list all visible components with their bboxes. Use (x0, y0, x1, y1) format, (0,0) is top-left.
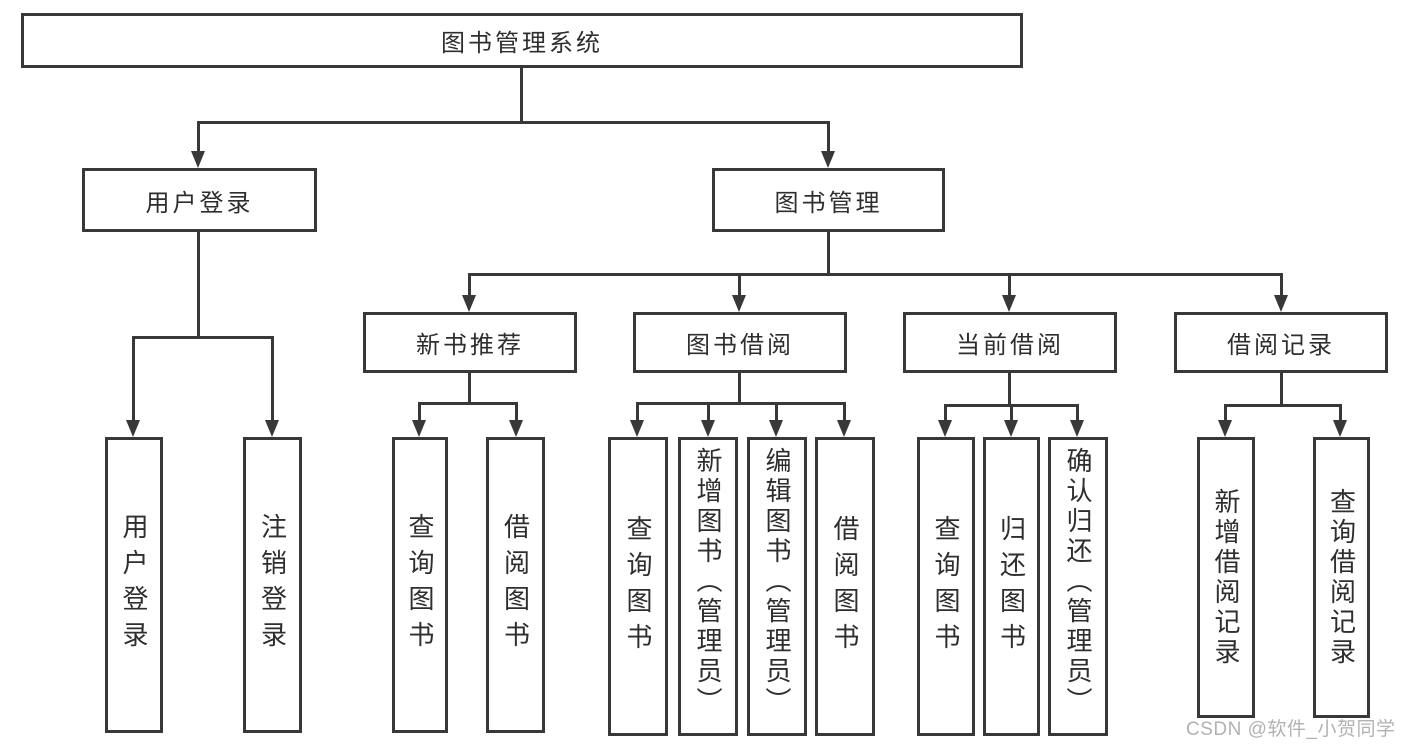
connector-stub (1008, 373, 1011, 406)
connector-rail (1224, 404, 1342, 407)
arrowhead-down (191, 151, 205, 168)
connector-shaft (1010, 404, 1013, 421)
connector-shaft (1008, 273, 1011, 296)
connector-root-stub (520, 68, 523, 122)
node-user-login: 用户登录 (82, 168, 317, 232)
connector-level2-rail (197, 121, 830, 124)
node-label: 图书管理 (774, 189, 883, 217)
connector-shaft (515, 402, 518, 421)
connector-stub (738, 373, 741, 404)
node-label: 借阅记录 (1227, 332, 1335, 359)
arrowhead-down (837, 420, 851, 437)
node-label: 借阅图书 (830, 514, 860, 659)
connector-stub (827, 232, 830, 275)
connector-shaft (418, 402, 421, 421)
node-current-borrow: 当前借阅 (903, 312, 1117, 373)
leaf-edit-books-admin: 编辑图书（管理员） (747, 437, 807, 736)
connector-rail (418, 402, 518, 405)
connector-stub (197, 232, 200, 338)
node-label: 编辑图书（管理员） (762, 447, 792, 717)
node-label: 用户登录 (145, 189, 254, 217)
node-new-book-recommend: 新书推荐 (363, 312, 577, 373)
leaf-borrow-books-recommend: 借阅图书 (486, 437, 545, 733)
arrowhead-down (630, 420, 644, 437)
node-label: 查询图书 (623, 514, 653, 659)
arrowhead-down (821, 151, 835, 168)
leaf-query-borrow-record: 查询借阅记录 (1313, 437, 1370, 718)
csdn-watermark: CSDN @软件_小贺同学 (1186, 719, 1396, 740)
node-label: 注销登录 (257, 513, 288, 657)
node-label: 新书推荐 (416, 332, 524, 359)
connector-shaft (738, 273, 741, 296)
node-label: 用户登录 (119, 513, 149, 657)
arrowhead-down (1004, 420, 1018, 437)
node-label: 新增借阅记录 (1211, 487, 1241, 668)
connector-shaft (827, 121, 830, 152)
arrowhead-down (732, 295, 746, 312)
connector-shaft (775, 402, 778, 421)
arrowhead-down (1002, 295, 1016, 312)
connector-rail (636, 402, 846, 405)
arrowhead-down (462, 295, 476, 312)
connector-shaft (197, 121, 200, 152)
leaf-confirm-return-admin: 确认归还（管理员） (1048, 437, 1108, 736)
node-label: 查询图书 (405, 513, 435, 657)
node-label: 图书借阅 (686, 332, 794, 359)
node-label: 新增图书（管理员） (693, 447, 723, 717)
node-label: 确认归还（管理员） (1063, 447, 1093, 717)
connector-stub (1280, 373, 1283, 406)
arrowhead-down (1333, 420, 1347, 437)
node-label: 图书管理系统 (441, 30, 603, 57)
node-root-library-system: 图书管理系统 (21, 13, 1023, 68)
leaf-return-books: 归还图书 (983, 437, 1040, 736)
node-label: 借阅图书 (500, 513, 531, 657)
arrowhead-down (126, 420, 140, 437)
leaf-add-books-admin: 新增图书（管理员） (678, 437, 738, 736)
node-book-borrow: 图书借阅 (633, 312, 847, 373)
arrowhead-down (265, 420, 279, 437)
leaf-query-books-borrow: 查询图书 (608, 437, 668, 736)
connector-level3-rail (468, 273, 1282, 276)
arrowhead-down (938, 420, 952, 437)
leaf-user-login: 用户登录 (105, 437, 163, 733)
node-label: 归还图书 (996, 514, 1027, 659)
connector-rail (132, 336, 274, 339)
leaf-logout: 注销登录 (243, 437, 302, 733)
connector-stub (468, 373, 471, 404)
node-label: 查询图书 (931, 514, 961, 659)
leaf-query-books-current: 查询图书 (917, 437, 975, 736)
arrowhead-down (1070, 420, 1084, 437)
connector-shaft (1339, 404, 1342, 421)
connector-shaft (1280, 273, 1283, 296)
node-book-management: 图书管理 (712, 168, 945, 232)
node-label: 当前借阅 (956, 332, 1064, 359)
arrowhead-down (769, 420, 783, 437)
connector-shaft (468, 273, 471, 296)
arrowhead-down (701, 420, 715, 437)
connector-shaft (944, 404, 947, 421)
connector-shaft (707, 402, 710, 421)
connector-shaft (1076, 404, 1079, 421)
arrowhead-down (509, 420, 523, 437)
connector-shaft (132, 336, 135, 421)
node-label: 查询借阅记录 (1326, 487, 1357, 668)
leaf-borrow-books: 借阅图书 (815, 437, 875, 736)
node-borrow-records: 借阅记录 (1174, 312, 1388, 373)
leaf-add-borrow-record: 新增借阅记录 (1197, 437, 1255, 718)
connector-shaft (1224, 404, 1227, 421)
connector-shaft (843, 402, 846, 421)
leaf-query-books-recommend: 查询图书 (392, 437, 448, 733)
connector-shaft (636, 402, 639, 421)
arrowhead-down (412, 420, 426, 437)
arrowhead-down (1218, 420, 1232, 437)
connector-shaft (271, 336, 274, 421)
arrowhead-down (1274, 295, 1288, 312)
